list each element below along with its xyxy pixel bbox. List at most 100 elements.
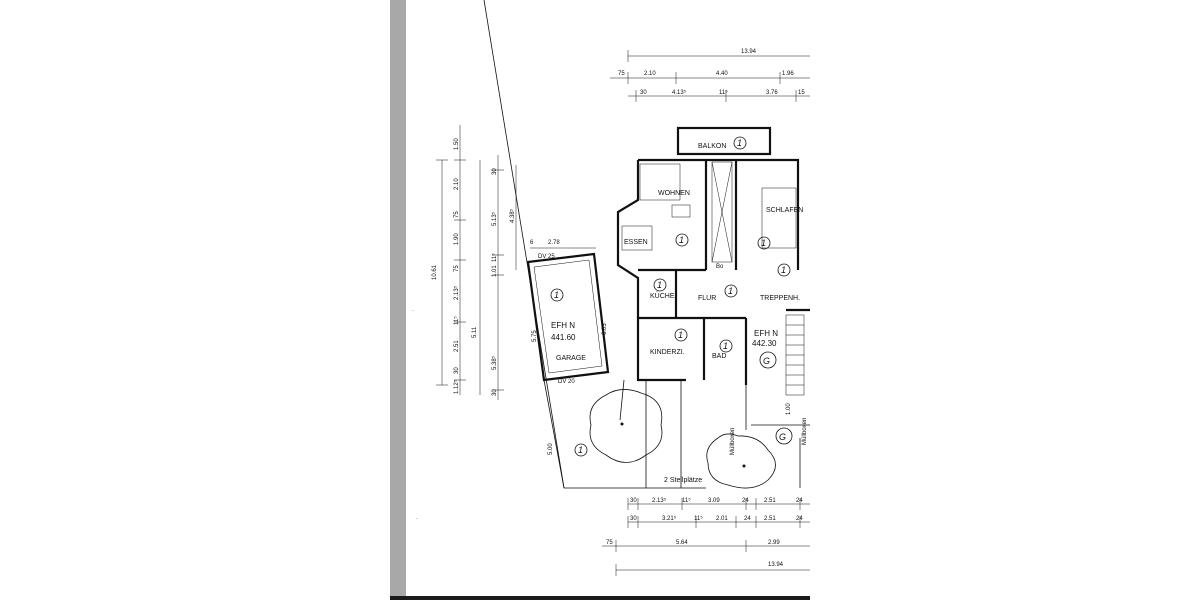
waste-bin-label: Müllboxen bbox=[802, 418, 808, 445]
bottom-dim: 75 bbox=[606, 540, 613, 546]
top-dim: 4.13⁵ bbox=[672, 89, 687, 96]
marker-circle bbox=[777, 263, 791, 277]
marker-circle bbox=[550, 288, 564, 302]
garage: 2.78 6 DV 25 1 EFH N 441.60 GARAGE 5.75 … bbox=[526, 240, 706, 489]
bottom-dim: 2.51 bbox=[764, 498, 776, 504]
bottom-dim: 30 bbox=[630, 498, 637, 504]
yard-dim: 5.00 bbox=[548, 443, 554, 455]
marker-one: 1 bbox=[737, 138, 742, 148]
balcony-outline bbox=[676, 126, 772, 156]
scrollbar[interactable] bbox=[390, 0, 406, 600]
bottom-dim: 11⁵ bbox=[694, 515, 703, 522]
top-dim: 11⁵ bbox=[719, 89, 728, 96]
marker-circle bbox=[759, 351, 777, 369]
marker-circle bbox=[757, 236, 771, 250]
left-dim: 11⁵ bbox=[491, 253, 498, 262]
garage-right-dim: 6.03 bbox=[602, 323, 608, 335]
left-dim: 11⁵ bbox=[453, 316, 460, 325]
parking-label: 2 Stellplätze bbox=[664, 477, 702, 484]
efh-label: EFH N bbox=[754, 329, 778, 338]
marker-circle bbox=[574, 443, 588, 457]
bottom-dim: 3.09 bbox=[708, 498, 720, 504]
property-line bbox=[483, 0, 565, 489]
tree-center-icon bbox=[620, 422, 624, 426]
bottom-dim: 5.64 bbox=[676, 540, 688, 546]
right-small-dim: 1.00 bbox=[786, 403, 792, 415]
marker-circle bbox=[653, 278, 667, 292]
marker-one: 1 bbox=[554, 290, 559, 300]
marker-circle bbox=[733, 136, 747, 150]
stair-void bbox=[711, 161, 733, 263]
top-dim: 15 bbox=[798, 90, 805, 96]
top-dim: 30 bbox=[640, 90, 647, 96]
marker-one: 1 bbox=[723, 341, 728, 351]
left-dim: 1.12⁵ bbox=[453, 379, 460, 394]
top-dimensions: 13.94 75 2.10 4.40 1.96 30 4.13⁵ 11⁵ 3.7… bbox=[610, 49, 810, 102]
room-label-essen: ESSEN bbox=[624, 239, 648, 246]
room-label-bad: BAD bbox=[712, 353, 726, 360]
marker-one: 1 bbox=[781, 265, 786, 275]
left-dim: 75 bbox=[454, 211, 460, 218]
garage-width-dim: 2.78 bbox=[548, 240, 560, 246]
bottom-dim: 30 bbox=[630, 516, 637, 522]
taskbar bbox=[390, 596, 810, 600]
room-label-schlafen: SCHLAFEN bbox=[766, 207, 803, 214]
marker-one: 1 bbox=[761, 238, 766, 248]
dining-table-symbol bbox=[621, 225, 653, 251]
room-label-kinderzi: KINDERZI. bbox=[650, 349, 685, 356]
left-dim: 75 bbox=[454, 265, 460, 272]
bottom-dim: 11⁵ bbox=[682, 497, 691, 504]
room-label-balkon: BALKON bbox=[698, 143, 726, 150]
bottom-dim: 3.21⁵ bbox=[662, 515, 677, 522]
efh-value: 442.30 bbox=[752, 339, 777, 348]
left-dim: 30 bbox=[492, 389, 498, 396]
sofa-symbol bbox=[639, 163, 681, 201]
left-dim: 2.10 bbox=[454, 178, 460, 190]
marker-circle bbox=[775, 427, 793, 445]
bottom-dimensions: 30 2.13⁵ 11⁵ 3.09 24 2.51 24 30 3.21⁵ 11… bbox=[602, 497, 810, 576]
dv20-label: DV 20 bbox=[558, 379, 575, 385]
left-dim: 2.51 bbox=[454, 340, 460, 352]
floor-plan-page: 13.94 75 2.10 4.40 1.96 30 4.13⁵ 11⁵ 3.7… bbox=[406, 0, 810, 596]
bottom-dim: 2.99 bbox=[768, 540, 780, 546]
marker-one: 1 bbox=[678, 330, 683, 340]
stray-mark: · bbox=[412, 308, 414, 314]
tree-center-icon bbox=[742, 464, 746, 468]
left-dim: 1.01 bbox=[492, 265, 498, 277]
left-dimensions: 10.61 1.50 2.10 75 1.90 75 2.13⁵ 11⁵ 2.5… bbox=[432, 125, 517, 400]
top-dim: 1.96 bbox=[782, 71, 794, 77]
left-dim: 30 bbox=[454, 367, 460, 374]
top-dim: 75 bbox=[618, 71, 625, 77]
bottom-dim: 24 bbox=[796, 498, 803, 504]
marker-one: 1 bbox=[728, 286, 733, 296]
marker-circle bbox=[719, 339, 733, 353]
marker-circle bbox=[724, 284, 738, 298]
yard-boundary bbox=[543, 379, 706, 489]
bottom-dim: 2.13⁵ bbox=[652, 497, 667, 504]
left-dim: 5.13⁵ bbox=[491, 211, 498, 226]
garage-label: GARAGE bbox=[556, 355, 586, 362]
garage-efh-label: EFH N bbox=[551, 321, 575, 330]
bottom-dim: 2.51 bbox=[764, 516, 776, 522]
left-dim: 2.13⁵ bbox=[453, 285, 460, 300]
bottom-dim: 24 bbox=[796, 516, 803, 522]
room-label-flur: FLUR bbox=[698, 295, 716, 302]
garage-outline bbox=[526, 252, 610, 382]
garage-length-dim: 5.75 bbox=[532, 330, 538, 342]
tree-symbol bbox=[706, 433, 776, 489]
left-dim: 4.38⁵ bbox=[509, 208, 516, 223]
marker-g: G bbox=[779, 432, 786, 442]
left-dim: 5.11 bbox=[472, 326, 478, 338]
floor-plan-drawing: 13.94 75 2.10 4.40 1.96 30 4.13⁵ 11⁵ 3.7… bbox=[412, 0, 810, 576]
room-label-treppenh: TREPPENH. bbox=[760, 295, 800, 302]
marker-circle bbox=[674, 328, 688, 342]
garage-side-dim: 6 bbox=[530, 240, 534, 246]
bed-symbol bbox=[761, 187, 797, 249]
building: BALKON 1 WOHNEN ESSEN 1 Bo SCHLAFEN 1 1 … bbox=[616, 126, 810, 488]
left-dim: 1.90 bbox=[454, 233, 460, 245]
dv25-label: DV 25 bbox=[538, 254, 555, 260]
top-dim: 3.76 bbox=[766, 90, 778, 96]
marker-one: 1 bbox=[578, 445, 583, 455]
table-symbol bbox=[671, 204, 691, 218]
bo-label: Bo bbox=[716, 264, 724, 270]
